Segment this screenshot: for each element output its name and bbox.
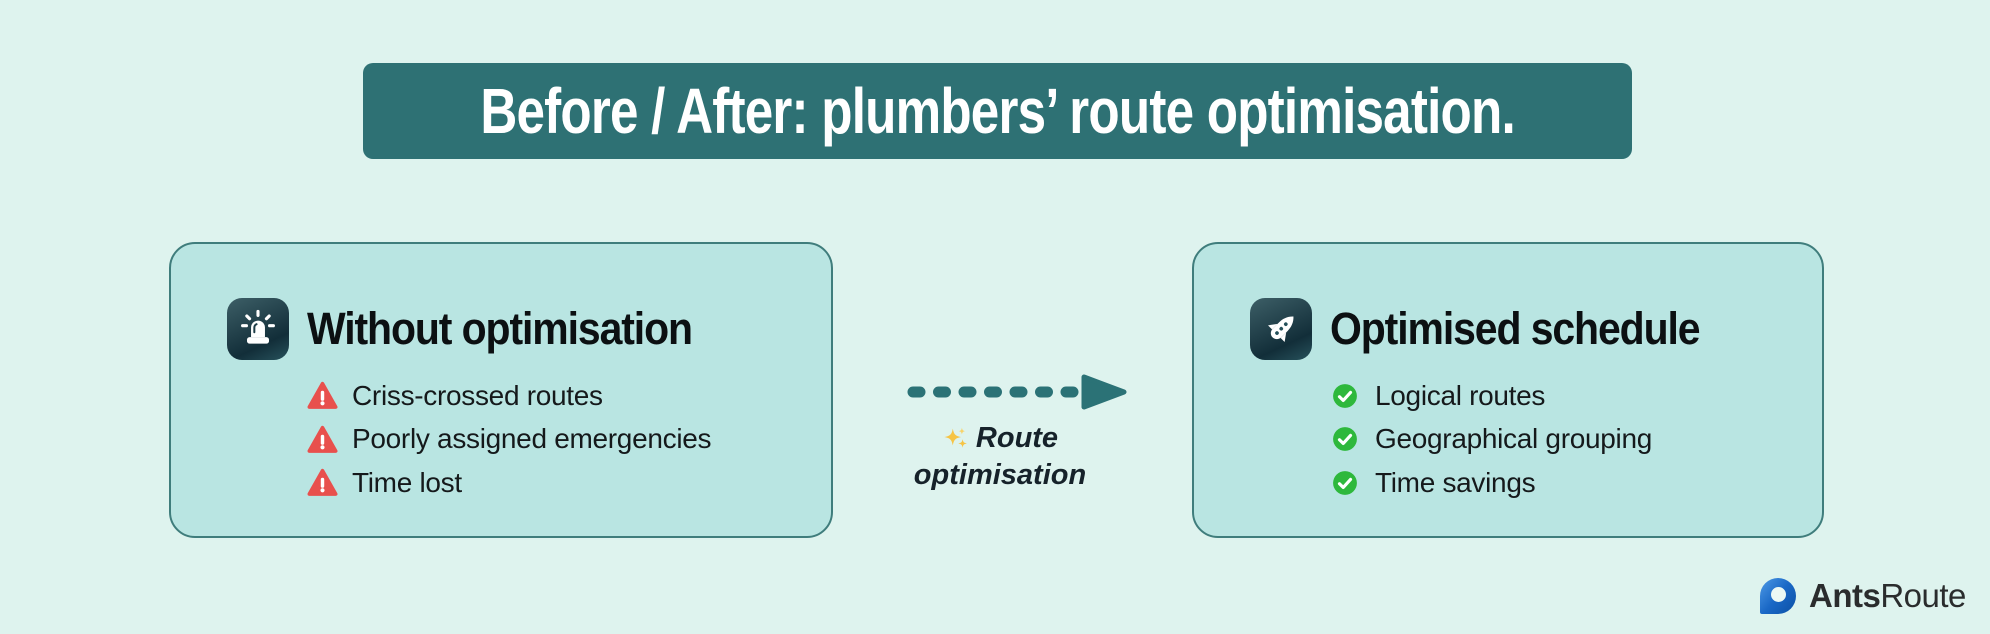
rocket-icon [1250,298,1312,360]
after-card-list: Logical routes Geographical grouping Tim… [1327,374,1652,505]
check-icon [1327,470,1363,496]
antsroute-logo-icon [1760,578,1796,614]
list-item: Geographical grouping [1327,418,1652,462]
title-banner: Before / After: plumbers’ route optimisa… [363,63,1632,159]
before-card: Without optimisation Criss-crossed route… [169,242,833,538]
list-item: Logical routes [1327,374,1652,418]
after-card-header: Optimised schedule [1250,298,1736,360]
connector-label-line1: Route [975,422,1059,454]
connector-label: Route optimisation [845,420,1155,494]
list-item: Time savings [1327,461,1652,505]
before-card-title: Without optimisation [307,303,693,354]
page-title: Before / After: plumbers’ route optimisa… [480,75,1515,147]
check-icon [1327,426,1363,452]
warning-icon [304,466,340,499]
check-icon [1327,383,1363,409]
after-card: Optimised schedule Logical routes Geogra… [1192,242,1824,538]
before-card-list: Criss-crossed routes Poorly assigned eme… [304,374,712,505]
brand-wordmark: AntsRoute [1809,577,1966,615]
brand-wordmark-regular: Route [1880,577,1966,614]
warning-icon [304,379,340,412]
brand-logo: AntsRoute [1760,577,1966,615]
connector-label-line2: optimisation [913,459,1087,491]
list-item-label: Criss-crossed routes [352,379,603,411]
list-item: Poorly assigned emergencies [304,418,712,462]
list-item: Time lost [304,461,711,505]
list-item-label: Time savings [1375,466,1536,498]
list-item-label: Geographical grouping [1375,423,1653,455]
sparkles-icon [944,427,967,448]
warning-icon [304,423,340,456]
dashed-arrow-icon [903,373,1127,411]
before-card-header: Without optimisation [227,298,730,360]
list-item-label: Time lost [352,466,462,498]
brand-wordmark-bold: Ants [1809,577,1881,614]
siren-icon [227,298,289,360]
list-item: Criss-crossed routes [304,374,711,418]
list-item-label: Logical routes [1375,379,1546,411]
list-item-label: Poorly assigned emergencies [352,423,712,455]
after-card-title: Optimised schedule [1330,303,1701,354]
